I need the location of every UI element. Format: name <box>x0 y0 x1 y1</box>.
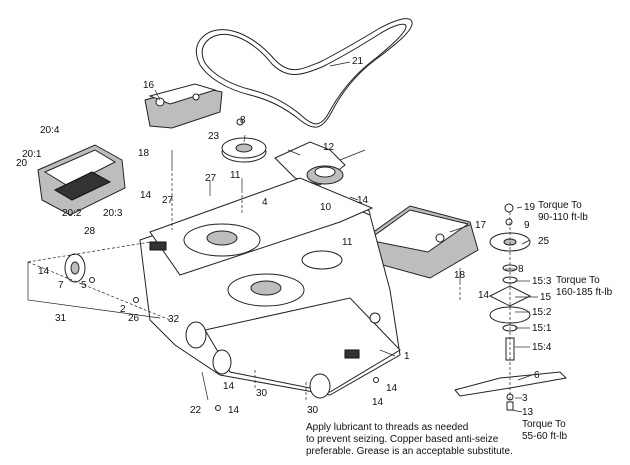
note-line3: preferable. Grease is an acceptable subs… <box>306 446 513 457</box>
callout-8: 8 <box>240 115 246 126</box>
callout-23: 23 <box>208 131 220 142</box>
callout-22: 22 <box>190 405 202 416</box>
callout-30b: 30 <box>307 405 319 416</box>
callout-17: 17 <box>475 220 487 231</box>
callout-21: 21 <box>352 56 364 67</box>
callout-14d: 14 <box>478 290 490 301</box>
callout-32: 32 <box>168 314 180 325</box>
callout-8b: 8 <box>518 264 524 275</box>
belt-cover-20 <box>37 144 126 216</box>
callout-14b: 14 <box>140 190 152 201</box>
callout-11a: 11 <box>230 170 241 181</box>
callout-9: 9 <box>524 220 530 231</box>
torque-1-line2: 90-110 ft-lb <box>538 212 588 223</box>
assembly-lines <box>27 168 511 402</box>
callout-20-2: 20:2 <box>62 208 82 219</box>
wheel-icon <box>64 253 331 399</box>
torque-3-line2: 55-60 ft-lb <box>522 431 567 442</box>
deck-shroud-16 <box>144 83 223 129</box>
callout-15: 15 <box>540 292 552 303</box>
callout-18b: 18 <box>454 270 466 281</box>
callout-14e: 14 <box>223 381 235 392</box>
leader-lines <box>154 61 538 413</box>
callout-14a: 14 <box>357 195 369 206</box>
callout-12: 12 <box>323 142 335 153</box>
note-line1: Apply lubricant to threads as needed <box>306 422 468 433</box>
callout-11b: 11 <box>342 237 353 248</box>
callout-14h: 14 <box>228 405 240 416</box>
callout-14g: 14 <box>372 397 384 408</box>
callout-18a: 18 <box>138 148 150 159</box>
callout-7: 7 <box>58 280 64 291</box>
torque-2-line2: 160-185 ft-lb <box>556 287 613 298</box>
callout-labels: 21 16 8 23 12 20:4 20:1 20 18 11 27 4 14… <box>16 56 613 457</box>
torque-1-line1: Torque To <box>538 200 582 211</box>
callout-5: 5 <box>81 280 87 291</box>
callout-20-3: 20:3 <box>103 208 123 219</box>
callout-1: 1 <box>404 351 410 362</box>
idler-arm-12 <box>274 141 346 186</box>
callout-3: 3 <box>522 393 528 404</box>
callout-27a: 27 <box>205 173 217 184</box>
callout-20: 20 <box>16 158 28 169</box>
callout-28: 28 <box>84 226 96 237</box>
torque-3-line1: Torque To <box>522 419 566 430</box>
pulley-icon <box>221 118 267 163</box>
bolt-icon <box>89 150 461 411</box>
callout-26: 26 <box>128 313 140 324</box>
right-cover-17 <box>364 205 479 279</box>
callout-16: 16 <box>143 80 155 91</box>
blade-icon <box>454 371 568 411</box>
callout-15-4: 15:4 <box>532 342 552 353</box>
callout-30a: 30 <box>256 388 268 399</box>
callout-10: 10 <box>320 202 332 213</box>
torque-2-line1: Torque To <box>556 275 600 286</box>
callout-20-4: 20:4 <box>40 125 60 136</box>
callout-15-3: 15:3 <box>532 276 552 287</box>
callout-14f: 14 <box>386 383 398 394</box>
callout-6: 6 <box>534 370 540 381</box>
callout-27b: 27 <box>162 195 174 206</box>
callout-19: 19 <box>524 202 536 213</box>
callout-20-1: 20:1 <box>22 149 42 160</box>
callout-31: 31 <box>55 313 67 324</box>
deck-icon <box>139 177 401 396</box>
note-line2: to prevent seizing. Copper based anti-se… <box>306 434 499 445</box>
callout-15-2: 15:2 <box>532 307 552 318</box>
callout-14c: 14 <box>38 266 50 277</box>
callout-25: 25 <box>538 236 550 247</box>
callout-13: 13 <box>522 407 534 418</box>
callout-2: 2 <box>120 304 126 315</box>
belt-icon <box>195 18 413 128</box>
callout-4: 4 <box>262 197 268 208</box>
callout-15-1: 15:1 <box>532 323 552 334</box>
